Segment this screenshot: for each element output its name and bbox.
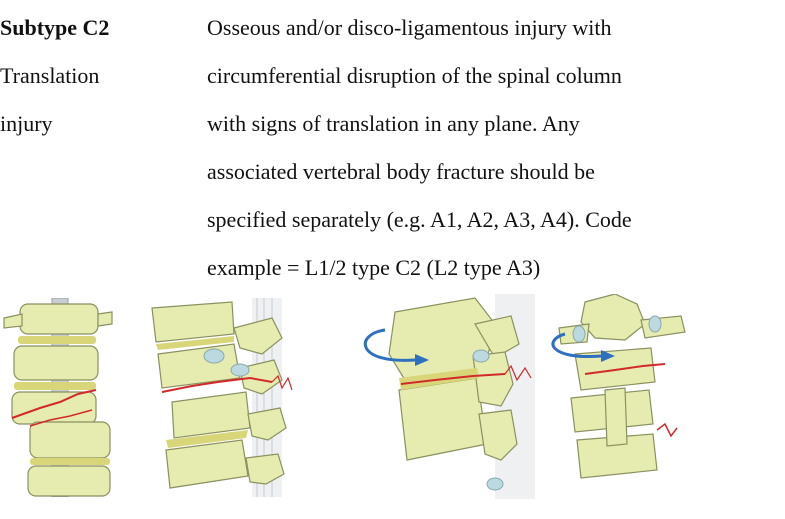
rotation-arrow-icon [551, 332, 602, 359]
subtype-title: Subtype C2 [0, 15, 110, 40]
description-line: associated vertebral body fracture shoul… [207, 159, 595, 184]
description-line: specified separately (e.g. A1, A2, A3, A… [207, 207, 632, 232]
illustration-lateral-translation [151, 298, 293, 497]
subtype-label: Subtype C2 Translation injury [0, 4, 200, 148]
illustration-posterior-translation [551, 294, 686, 479]
description-line: example = L1/2 type C2 (L2 type A3) [207, 255, 541, 280]
description-line: Osseous and/or disco-ligamentous injury … [207, 15, 612, 40]
subtype-name-line-1: Translation [0, 63, 100, 88]
subtype-name-line-2: injury [0, 111, 53, 136]
description-line: circumferential disruption of the spinal… [207, 63, 622, 88]
illustration-anterior-translation [3, 298, 113, 497]
illustration-oblique-translation [364, 294, 535, 499]
description-line: with signs of translation in any plane. … [207, 111, 580, 136]
subtype-description: Osseous and/or disco-ligamentous injury … [207, 4, 767, 292]
rotation-arrow-icon [364, 328, 416, 362]
